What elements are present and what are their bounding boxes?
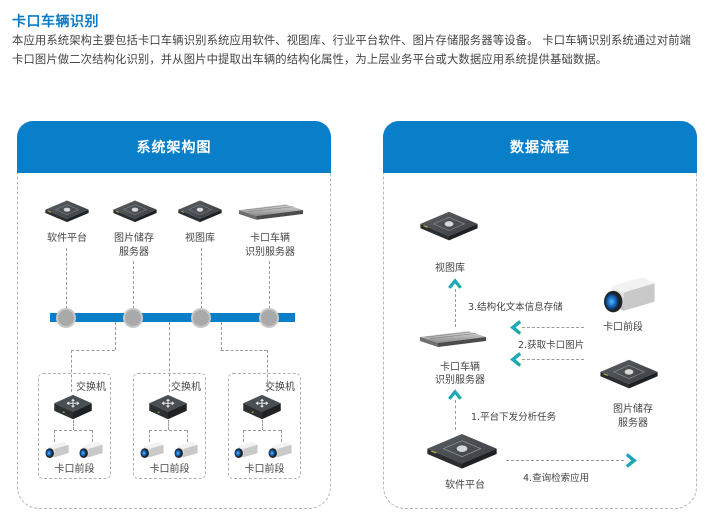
device-label: 识别服务器 [245,247,295,258]
arrow-up-icon [448,389,462,400]
storage-server-icon [596,355,662,391]
connector-line [133,261,134,314]
step-3-label: 3.结构化文本信息存储 [468,302,563,313]
camera-icon [596,274,658,320]
connector-line [169,322,170,392]
recognition-server-label: 识别服务器 [435,375,485,386]
connector-line [54,430,92,431]
dataflow-title: 数据流程 [383,121,697,173]
camera-icon [137,440,165,462]
flow-line [506,460,624,461]
rack-server-icon [418,328,488,352]
bus-node [125,310,141,326]
flow-line [522,327,584,328]
device-label: 软件平台 [47,233,87,244]
camera-label: 卡口前段 [54,464,95,475]
step-4-label: 4.查询检索应用 [523,473,590,484]
storage-server-icon [110,198,160,223]
switch-label: 交换机 [265,382,295,393]
switch-label: 交换机 [171,382,201,393]
switch-icon [147,392,189,422]
view-library-icon [175,198,225,223]
camera-icon [76,440,104,462]
camera-icon [265,440,293,462]
camera-label: 卡口前段 [244,464,285,475]
connector-line [201,248,202,314]
connector-line [92,430,93,442]
recognition-server-label: 卡口车辆 [440,362,480,373]
step-2-label: 2.获取卡口图片 [518,340,585,351]
switch-group [133,373,206,479]
device-label: 卡口车辆 [250,233,290,244]
camera-icon [231,440,259,462]
connector-line [267,350,268,392]
platform-label: 软件平台 [445,480,485,491]
view-library-icon [416,205,482,245]
intro-paragraph: 本应用系统架构主要包括卡口车辆识别系统应用软件、视图库、行业平台软件、图片存储服… [12,34,692,66]
switch-icon [241,392,283,422]
device-label: 服务器 [119,247,149,258]
switch-group [38,373,111,479]
connector-line [243,430,244,442]
bus-node [261,310,277,326]
connector-line [73,420,74,430]
step-1-label: 1.平台下发分析任务 [471,412,557,423]
platform-server-icon [42,198,92,223]
bus-node [58,310,74,326]
connector-line [221,322,222,350]
camera-label: 卡口前段 [149,464,190,475]
connector-line [243,430,281,431]
connector-line [262,420,263,430]
arrow-up-icon [448,278,462,289]
flow-line [455,289,456,327]
flow-line [522,359,584,360]
connector-line [71,350,115,351]
network-bus [50,313,295,322]
page-title: 卡口车辆识别 [12,14,99,30]
connector-line [187,430,188,442]
arrow-right-icon [624,453,637,468]
connector-line [149,430,150,442]
camera-icon [42,440,70,462]
architecture-panel: 系统架构图 [17,121,331,509]
architecture-title: 系统架构图 [17,121,331,173]
switch-label: 交换机 [76,382,106,393]
rack-server-icon [237,202,305,224]
connector-line [281,430,282,442]
flow-line [455,400,456,430]
connector-line [66,248,67,314]
connector-line [269,261,270,314]
camera-label: 卡口前段 [603,322,643,333]
device-label: 图片储存 [114,233,154,244]
connector-line [221,350,267,351]
connector-line [54,430,55,442]
storage-label: 图片储存 [613,404,653,415]
camera-icon [171,440,199,462]
switch-icon [52,392,94,422]
connector-line [115,322,116,350]
connector-line [71,350,72,392]
dataflow-panel: 数据流程 [383,121,697,509]
bus-node [193,310,209,326]
connector-line [168,420,169,430]
storage-label: 服务器 [618,418,648,429]
switch-group [228,373,301,479]
view-library-label: 视图库 [435,263,465,274]
platform-server-icon [422,428,502,472]
connector-line [149,430,187,431]
device-label: 视图库 [185,233,215,244]
